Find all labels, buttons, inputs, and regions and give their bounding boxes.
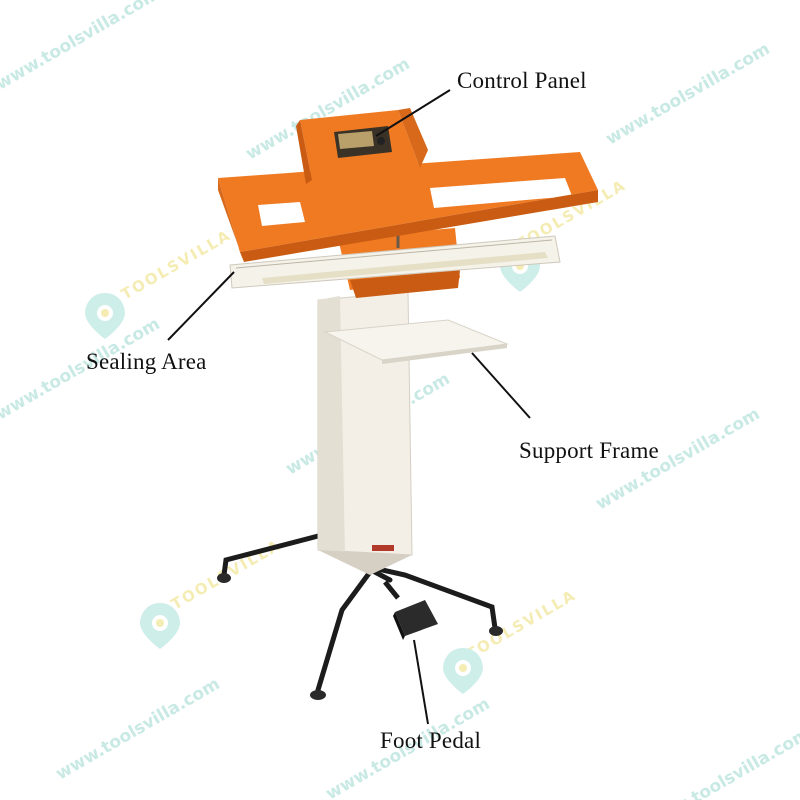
watermark-brand: TOOLSVILLA (118, 226, 234, 304)
label-sealing-area: Sealing Area (86, 349, 207, 374)
stand-feet (217, 573, 503, 700)
watermark-brand: TOOLSVILLA (463, 586, 579, 664)
leader-control-panel (375, 89, 451, 137)
watermark-url: www.toolsvilla.com (0, 0, 163, 94)
sealer-machine (217, 108, 598, 700)
location-pin-icon (140, 603, 180, 649)
location-pin-icon (443, 648, 483, 694)
label-foot-pedal: Foot Pedal (380, 728, 482, 753)
foot-pedal (383, 580, 438, 640)
leader-support-frame (471, 352, 531, 419)
label-support-frame: Support Frame (519, 438, 659, 463)
support-frame-tray (323, 319, 509, 364)
watermark-url: www.toolsvilla.com (643, 724, 800, 800)
leader-lines (167, 89, 531, 725)
brand-plate (372, 545, 394, 551)
watermark-url: www.toolsvilla.com (53, 674, 224, 784)
stand-legs (221, 532, 498, 693)
leader-sealing-area (167, 271, 235, 341)
location-pin-icon (85, 293, 125, 339)
leader-foot-pedal (413, 639, 429, 725)
watermark-url: www.toolsvilla.com (603, 39, 774, 149)
label-control-panel: Control Panel (457, 68, 587, 93)
sealing-area-bar (229, 235, 561, 289)
